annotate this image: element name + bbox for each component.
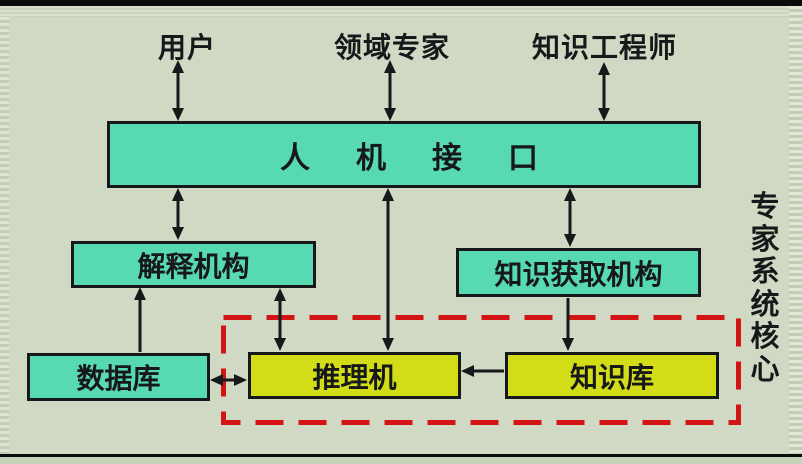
arrow-domain-expert-hmi	[384, 60, 396, 121]
arrow-hmi-inference	[382, 188, 394, 351]
arrow-hmi-acquisition	[564, 188, 576, 247]
box-knowledge-acquisition: 知识获取机构	[456, 248, 701, 297]
actor-label-user: 用户	[158, 32, 217, 63]
arrow-database-inference	[210, 374, 247, 386]
arrow-knowledge-engineer-hmi	[598, 62, 610, 121]
arrow-hmi-explanation	[172, 188, 184, 240]
box-human-machine-interface: 人机接口	[107, 121, 701, 188]
box-database: 数据库	[27, 353, 210, 401]
arrow-explanation-inference	[274, 288, 286, 351]
actor-label-domain-expert: 领域专家	[334, 32, 451, 63]
arrow-database-explanation	[134, 287, 146, 352]
core-region-label: 专家系统核心	[750, 191, 780, 386]
frame-left-stripes	[0, 17, 9, 454]
frame-top-stripes	[0, 6, 802, 17]
arrow-acquisition-knowledge-base	[562, 298, 574, 351]
frame-right-stripes	[789, 6, 802, 454]
box-explanation-mechanism: 解释机构	[71, 241, 316, 288]
frame-bottom-line	[0, 454, 802, 457]
arrow-knowledge-base-inference	[461, 365, 504, 377]
arrow-user-hmi	[172, 60, 184, 121]
box-inference-engine: 推理机	[248, 352, 461, 399]
box-knowledge-base: 知识库	[505, 352, 719, 399]
frame-top-bar	[0, 0, 802, 6]
frame-bottom-strip	[0, 457, 802, 464]
actor-label-knowledge-engineer: 知识工程师	[532, 32, 678, 63]
